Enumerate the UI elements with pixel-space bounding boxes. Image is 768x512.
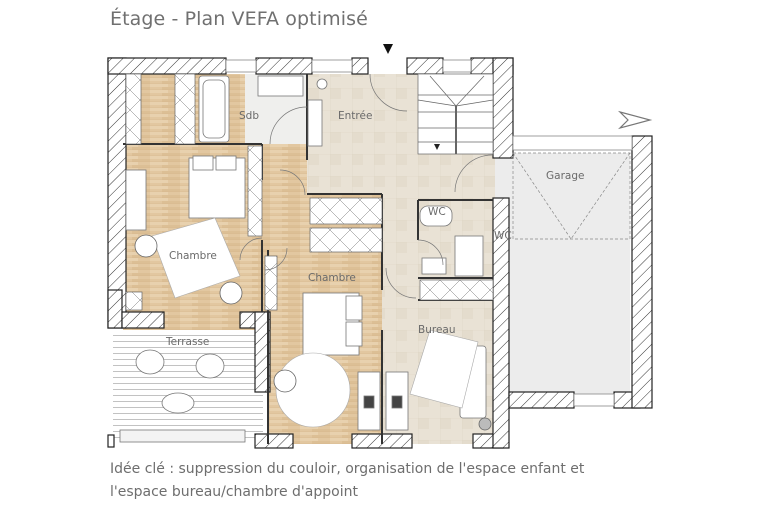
desks bbox=[125, 169, 409, 431]
windows bbox=[225, 59, 633, 407]
caption: Idée clé : suppression du couloir, organ… bbox=[110, 458, 670, 504]
rugs bbox=[151, 217, 479, 428]
chairs bbox=[134, 234, 492, 431]
garage-outline bbox=[512, 152, 631, 240]
page-title: Étage - Plan VEFA optimisé bbox=[110, 8, 368, 30]
room-label-garage: Garage bbox=[546, 170, 584, 182]
bathroom-fixtures bbox=[198, 75, 484, 277]
room-label-bureau: Bureau bbox=[418, 324, 456, 336]
terrace-furniture bbox=[119, 349, 246, 443]
room-label-entree: Entrée bbox=[338, 110, 372, 122]
room-label-chambre-1: Chambre bbox=[169, 250, 217, 262]
room-label-terrasse: Terrasse bbox=[165, 336, 209, 348]
room-labels: Sdb Entrée Garage Chambre Chambre WC WC … bbox=[165, 110, 584, 348]
caption-line-1: Idée clé : suppression du couloir, organ… bbox=[110, 461, 585, 477]
room-label-wc-2: WC bbox=[494, 230, 512, 242]
staircase bbox=[417, 73, 494, 155]
caption-line-2: l'espace bureau/chambre d'appoint bbox=[110, 484, 358, 500]
room-label-wc-1: WC bbox=[428, 206, 446, 218]
room-label-chambre-2: Chambre bbox=[308, 272, 356, 284]
room-label-sdb: Sdb bbox=[239, 110, 259, 122]
wardrobes bbox=[125, 73, 494, 311]
walls bbox=[107, 57, 653, 449]
north-arrow-icon bbox=[617, 110, 653, 130]
door-swings bbox=[239, 73, 494, 299]
entrance-marker-icon bbox=[383, 44, 393, 54]
